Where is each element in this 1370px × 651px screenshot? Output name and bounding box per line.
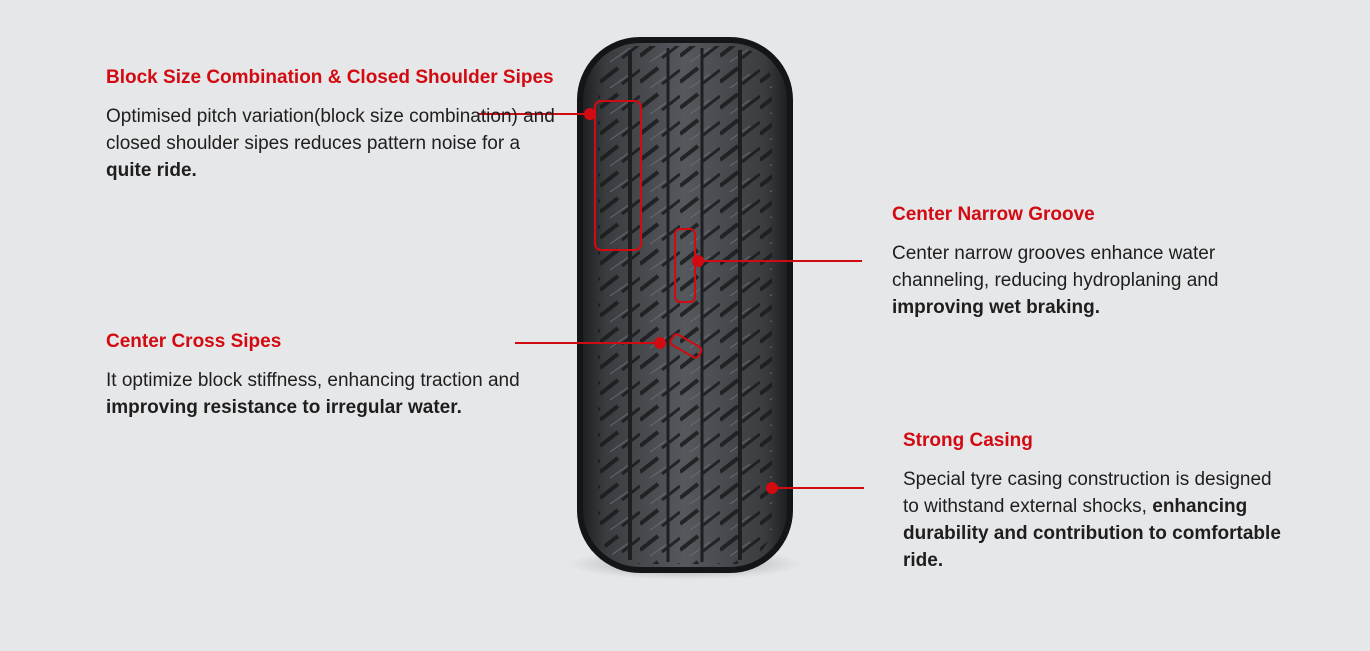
callout-dot-block (584, 108, 596, 120)
feature-title: Block Size Combination & Closed Shoulder… (106, 67, 554, 88)
feature-block-size: Block Size Combination & Closed Shoulder… (106, 64, 556, 184)
feature-center-cross-sipes: Center Cross Sipes It optimize block sti… (106, 328, 546, 421)
callout-dot-casing (766, 482, 778, 494)
highlight-box-block (594, 100, 642, 251)
feature-description: Optimised pitch variation(block size com… (106, 106, 555, 181)
feature-title: Center Narrow Groove (892, 204, 1095, 225)
highlight-box-narrow (674, 228, 696, 303)
feature-strong-casing: Strong Casing Special tyre casing constr… (903, 427, 1283, 574)
feature-center-narrow-groove: Center Narrow Groove Center narrow groov… (892, 201, 1272, 321)
feature-description: Special tyre casing construction is desi… (903, 469, 1281, 571)
feature-title: Strong Casing (903, 430, 1033, 451)
feature-title: Center Cross Sipes (106, 331, 282, 352)
callout-dot-narrow (692, 255, 704, 267)
callout-dot-cross (654, 337, 666, 349)
highlight-box-cross (669, 333, 703, 359)
feature-description: It optimize block stiffness, enhancing t… (106, 370, 520, 418)
feature-description: Center narrow grooves enhance water chan… (892, 243, 1219, 318)
